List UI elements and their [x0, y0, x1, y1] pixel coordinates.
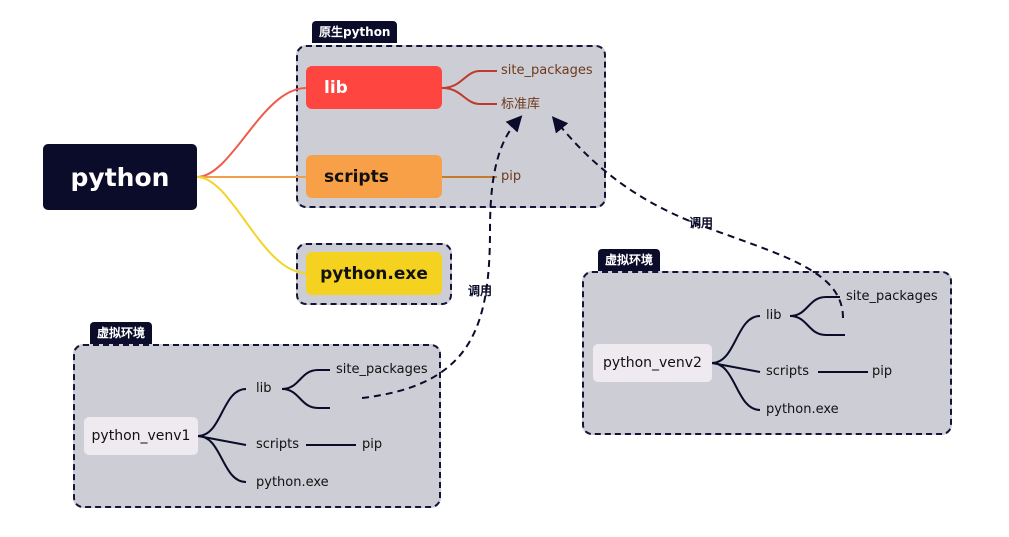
native-lib-node: lib: [306, 66, 442, 109]
venv1-branch-lib: [197, 388, 247, 437]
native-lib-stdlib: 标准库: [501, 97, 541, 112]
native-python-group-label: 原生python: [312, 21, 398, 43]
venv1-group-label: 虚拟环境: [90, 322, 153, 344]
native-exe-node: python.exe: [306, 252, 442, 295]
venv2-lib-empty: [789, 315, 845, 336]
venv2-exe: python.exe: [766, 402, 839, 417]
branch-root-lib: [196, 87, 307, 178]
call-arrow-venv1: [361, 115, 523, 399]
venv1-scripts-pip: pip: [362, 437, 383, 452]
venv2-group-label: 虚拟环境: [598, 249, 661, 271]
venv2-scripts-pip: pip: [872, 364, 893, 379]
branch-root-exe: [196, 176, 307, 274]
call-arrow-venv2: [551, 116, 844, 319]
venv1-lib-empty: [281, 388, 330, 409]
native-scripts-pip: pip: [501, 169, 522, 184]
root-python-node: python: [43, 144, 197, 210]
venv2-scripts: scripts: [766, 364, 809, 379]
branch-lib-stdlib: [441, 87, 497, 105]
venv2-lib-site-packages: site_packages: [846, 289, 938, 304]
venv1-root-node: python_venv1: [84, 417, 198, 455]
venv2-branch-exe: [711, 362, 761, 411]
venv1-branch-exe: [197, 435, 247, 483]
venv1-lib: lib: [256, 381, 272, 396]
call-annotation-venv1: 调用: [468, 284, 493, 298]
native-scripts-node: scripts: [306, 155, 442, 198]
venv2-lib: lib: [766, 308, 782, 323]
venv1-scripts: scripts: [256, 437, 299, 452]
venv2-branch-lib: [711, 315, 761, 364]
call-annotation-venv2: 调用: [689, 216, 714, 230]
venv1-lib-site-packages: site_packages: [336, 362, 428, 377]
branch-lib-site-packages: [441, 70, 497, 89]
venv2-lib-site-packages: [789, 296, 840, 317]
venv1-exe: python.exe: [256, 475, 329, 490]
venv1-lib-site-packages: [281, 369, 330, 390]
venv2-root-node: python_venv2: [593, 344, 712, 382]
native-lib-site-packages: site_packages: [501, 63, 593, 78]
